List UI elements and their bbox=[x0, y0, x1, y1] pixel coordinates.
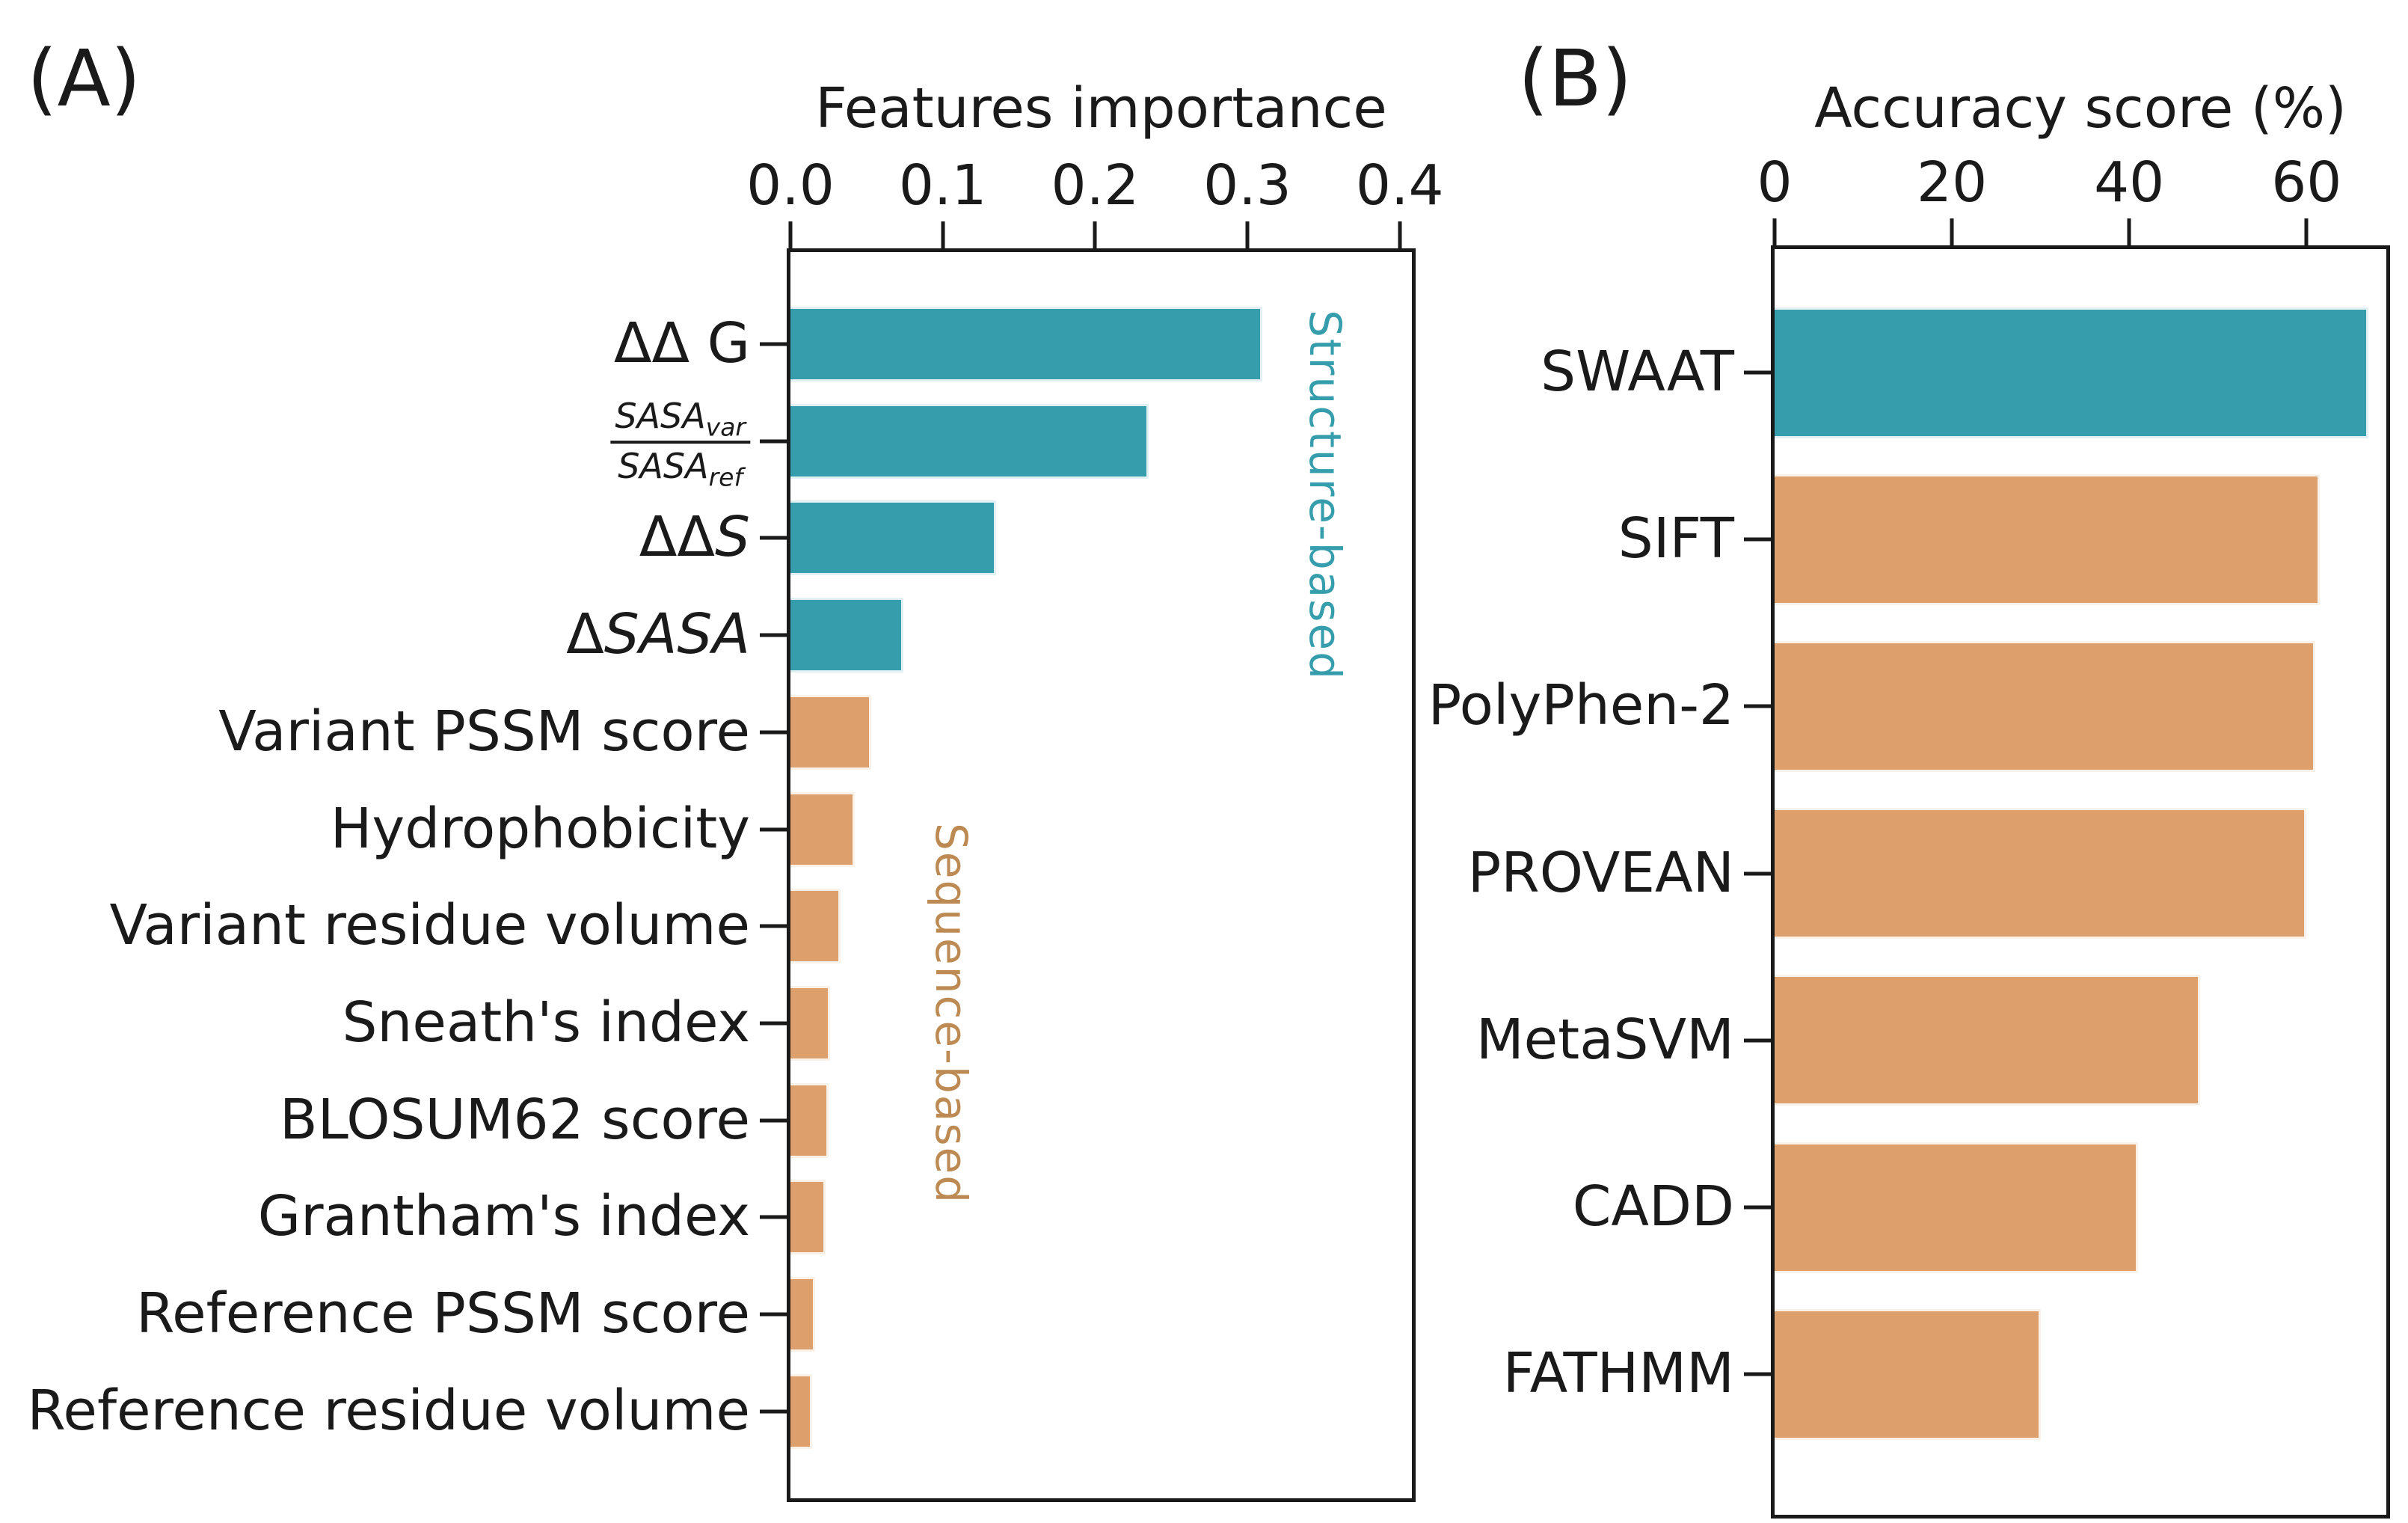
x-axis-tick-label-0.1: 0.1 bbox=[898, 153, 987, 218]
y-axis-tick-reference-pssm-score bbox=[760, 1312, 787, 1317]
category-label-provean: PROVEAN bbox=[1467, 840, 1734, 905]
bar-variant-residue-volume bbox=[790, 889, 841, 964]
x-axis-tick-label-20: 20 bbox=[1917, 150, 1988, 215]
bar-cadd bbox=[1775, 1142, 2139, 1273]
bar-metasvm bbox=[1775, 975, 2201, 1106]
bar-polyphen-2 bbox=[1775, 640, 2316, 772]
bar-swaat bbox=[1775, 307, 2369, 438]
category-label-fathmm: FATHMM bbox=[1502, 1341, 1734, 1406]
category-label-cadd: CADD bbox=[1572, 1174, 1734, 1239]
y-axis-tick-variant-residue-volume bbox=[760, 924, 787, 928]
x-axis-tick-label-40: 40 bbox=[2094, 150, 2165, 215]
x-axis-tick-label-0.2: 0.2 bbox=[1051, 153, 1140, 218]
x-axis-tick-0.3 bbox=[1245, 221, 1250, 248]
x-axis-tick-0.0 bbox=[788, 221, 793, 248]
panel-b-axis-title: Accuracy score (%) bbox=[1814, 76, 2347, 141]
category-label-variant-residue-volume: Variant residue volume bbox=[109, 893, 751, 958]
x-axis-tick-label-0.4: 0.4 bbox=[1355, 153, 1444, 218]
category-label-blosum62-score: BLOSUM62 score bbox=[279, 1087, 750, 1152]
y-axis-tick-hydrophobicity bbox=[760, 827, 787, 831]
y-axis-tick-sasa bbox=[760, 633, 787, 637]
y-axis-tick-s bbox=[760, 536, 787, 540]
category-label-polyphen-2: PolyPhen-2 bbox=[1428, 673, 1734, 738]
category-label-hydrophobicity: Hydrophobicity bbox=[330, 796, 750, 861]
x-axis-tick-0 bbox=[1772, 218, 1777, 245]
x-axis-tick-0.1 bbox=[941, 221, 945, 248]
category-label-s: ΔΔS bbox=[639, 505, 750, 570]
category-label-reference-pssm-score: Reference PSSM score bbox=[136, 1281, 750, 1346]
bar-g bbox=[790, 307, 1263, 381]
category-label-sasa: ΔSASA bbox=[566, 602, 750, 667]
x-axis-tick-label-60: 60 bbox=[2271, 150, 2342, 215]
bar-s bbox=[790, 500, 996, 576]
category-label-variant-pssm-score: Variant PSSM score bbox=[218, 699, 750, 764]
bar-reference-residue-volume bbox=[790, 1373, 812, 1449]
group-annotation-sequence-based: Sequence-based bbox=[926, 822, 977, 1205]
category-label-g: ΔΔ G bbox=[613, 311, 750, 376]
x-axis-tick-label-0.0: 0.0 bbox=[746, 153, 835, 218]
x-axis-tick-60 bbox=[2304, 218, 2309, 245]
y-axis-tick-reference-residue-volume bbox=[760, 1409, 787, 1414]
y-axis-tick-sasa-var-sasa-ref bbox=[760, 439, 787, 444]
category-label-swaat: SWAAT bbox=[1541, 340, 1734, 405]
y-axis-tick-metasvm bbox=[1744, 1038, 1771, 1043]
bar-blosum62-score bbox=[790, 1082, 829, 1158]
category-label-metasvm: MetaSVM bbox=[1475, 1007, 1734, 1072]
y-axis-tick-swaat bbox=[1744, 370, 1771, 375]
bar-reference-pssm-score bbox=[790, 1277, 815, 1352]
group-annotation-structure-based: Structure-based bbox=[1300, 310, 1351, 681]
panel-b-letter: (B) bbox=[1518, 33, 1633, 124]
panel-a-letter: (A) bbox=[27, 33, 141, 124]
bar-variant-pssm-score bbox=[790, 694, 871, 770]
bar-provean bbox=[1775, 808, 2307, 940]
bar-sift bbox=[1775, 474, 2321, 605]
x-axis-tick-20 bbox=[1950, 218, 1954, 245]
y-axis-tick-sift bbox=[1744, 537, 1771, 542]
bar-fathmm bbox=[1775, 1308, 2041, 1440]
y-axis-tick-provean bbox=[1744, 871, 1771, 876]
category-label-sift: SIFT bbox=[1618, 506, 1734, 571]
y-axis-tick-sneath-s-index bbox=[760, 1021, 787, 1026]
y-axis-tick-g bbox=[760, 342, 787, 346]
y-axis-tick-cadd bbox=[1744, 1205, 1771, 1210]
x-axis-tick-label-0.3: 0.3 bbox=[1203, 153, 1291, 218]
x-axis-tick-0.4 bbox=[1398, 221, 1402, 248]
category-label-sneath-s-index: Sneath's index bbox=[342, 990, 750, 1055]
y-axis-tick-grantham-s-index bbox=[760, 1215, 787, 1219]
category-label-reference-residue-volume: Reference residue volume bbox=[27, 1378, 750, 1443]
y-axis-tick-polyphen-2 bbox=[1744, 704, 1771, 708]
x-axis-tick-40 bbox=[2127, 218, 2131, 245]
bar-sneath-s-index bbox=[790, 985, 830, 1061]
bar-hydrophobicity bbox=[790, 791, 855, 867]
category-label-grantham-s-index: Grantham's index bbox=[257, 1184, 750, 1249]
y-axis-tick-fathmm bbox=[1744, 1372, 1771, 1376]
y-axis-tick-variant-pssm-score bbox=[760, 730, 787, 735]
bar-sasa-var-sasa-ref bbox=[790, 403, 1149, 479]
bar-sasa bbox=[790, 598, 903, 673]
x-axis-tick-label-0: 0 bbox=[1757, 150, 1793, 215]
bar-grantham-s-index bbox=[790, 1180, 826, 1255]
panel-a-axis-title: Features importance bbox=[815, 76, 1387, 141]
x-axis-tick-0.2 bbox=[1093, 221, 1097, 248]
y-axis-tick-blosum62-score bbox=[760, 1118, 787, 1123]
